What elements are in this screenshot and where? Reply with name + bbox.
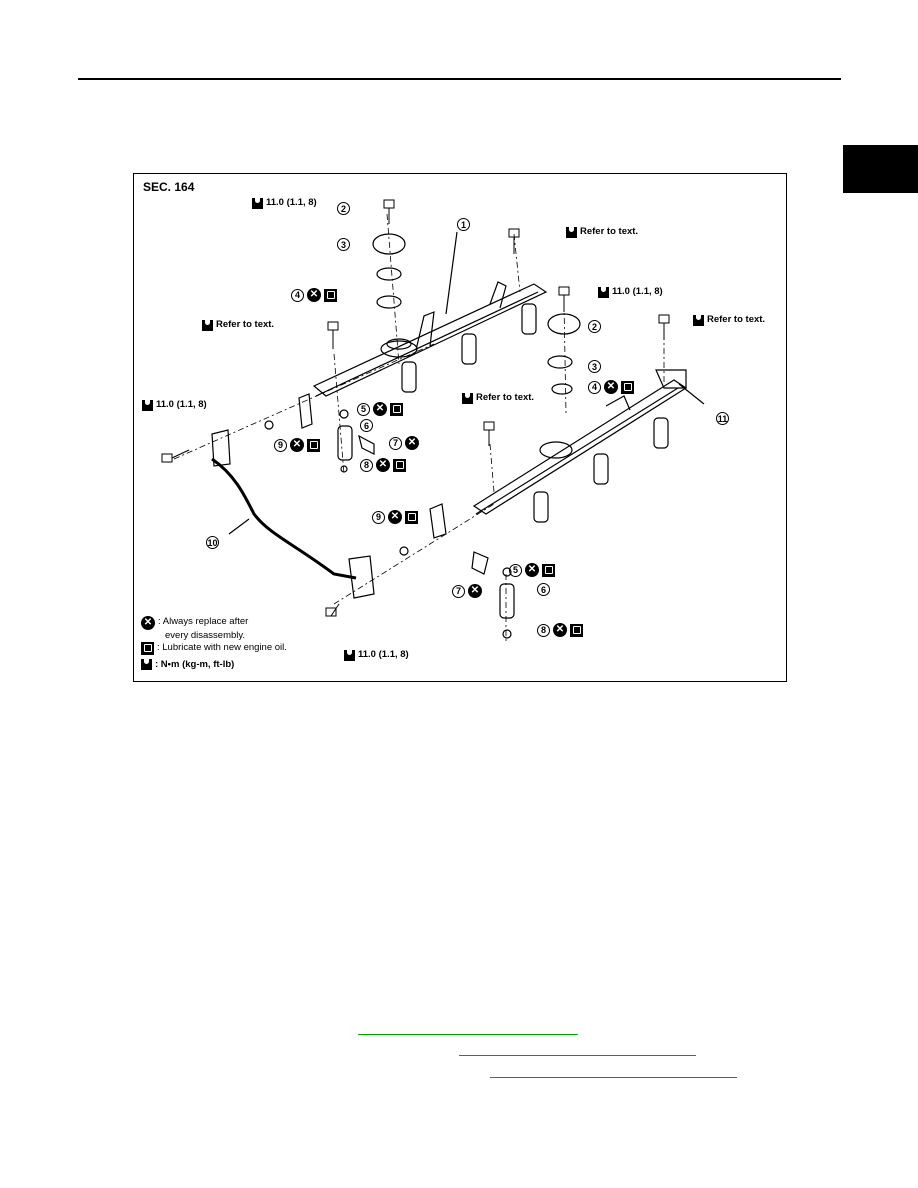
- callout-6-upper: 6: [360, 419, 373, 432]
- replace-icon: ✕: [553, 623, 567, 637]
- reference-link-2[interactable]: [459, 1055, 696, 1056]
- oil-can-icon: [324, 288, 337, 302]
- torque-label-refer-1: Refer to text.: [566, 226, 638, 238]
- oil-can-icon: [570, 623, 583, 637]
- replace-icon: ✕: [405, 436, 419, 450]
- callout-10: 10: [206, 536, 219, 549]
- callout-3-upper: 3: [337, 238, 350, 251]
- legend-unit: : N•m (kg-m, ft-lb): [141, 659, 287, 671]
- callout-5-lower: 5✕: [509, 563, 555, 577]
- callout-1: 1: [457, 218, 470, 231]
- wrench-icon: [693, 314, 704, 326]
- replace-icon: ✕: [604, 380, 618, 394]
- callout-2-upper: 2: [337, 202, 350, 215]
- wrench-icon: [141, 659, 152, 670]
- upper-injector-b: [461, 333, 477, 365]
- callout-7-upper: 7✕: [389, 436, 419, 450]
- replace-icon: ✕: [307, 288, 321, 302]
- figure-legend: ✕ : Always replace after every disassemb…: [141, 616, 287, 671]
- section-number: SEC. 164: [143, 180, 195, 194]
- upper-fuel-rail: [312, 283, 548, 397]
- oil-can-icon: [542, 563, 555, 577]
- torque-label-top: 11.0 (1.1, 8): [252, 197, 317, 209]
- wrench-icon: [142, 399, 153, 411]
- callout-7-lower: 7✕: [452, 584, 482, 598]
- torque-label-bottom: 11.0 (1.1, 8): [344, 649, 409, 661]
- torque-label-refer-2: Refer to text.: [202, 319, 274, 331]
- legend-replace-cont: every disassembly.: [165, 630, 246, 641]
- wrench-icon: [566, 226, 577, 238]
- exploded-view-figure: SEC. 164 11.0 (1.1, 8) Refer to text. 11…: [133, 173, 787, 682]
- wrench-icon: [344, 649, 355, 661]
- wrench-icon: [252, 197, 263, 209]
- torque-label-refer-4: Refer to text.: [462, 392, 534, 404]
- upper-injector-c: [521, 303, 537, 335]
- replace-icon: ✕: [525, 563, 539, 577]
- wrench-icon: [462, 392, 473, 404]
- callout-4-lower: 4✕: [588, 380, 634, 394]
- wrench-icon: [598, 286, 609, 298]
- callout-11: 11: [716, 412, 729, 425]
- callout-9-right: 9✕: [372, 510, 418, 524]
- callout-3-lower: 3: [588, 360, 601, 373]
- upper-injector-a: [401, 361, 417, 393]
- callout-2-lower: 2: [588, 320, 601, 333]
- replace-icon: ✕: [376, 458, 390, 472]
- legend-lubricate: : Lubricate with new engine oil.: [141, 642, 287, 655]
- oil-can-icon: [307, 438, 320, 452]
- oil-can-icon: [390, 402, 403, 416]
- section-tab: [843, 145, 918, 193]
- replace-icon: ✕: [290, 438, 304, 452]
- torque-label-right: 11.0 (1.1, 8): [598, 286, 663, 298]
- callout-8-upper: 8✕: [360, 458, 406, 472]
- replace-icon: ✕: [373, 402, 387, 416]
- fuel-rail-drawing: [161, 199, 705, 644]
- oil-can-icon: [393, 458, 406, 472]
- wrench-icon: [202, 319, 213, 331]
- reference-link-1[interactable]: [358, 1034, 578, 1035]
- replace-icon: ✕: [468, 584, 482, 598]
- callout-9-left: 9✕: [274, 438, 320, 452]
- callout-4-upper: 4✕: [291, 288, 337, 302]
- legend-replace: ✕ : Always replace after: [141, 616, 287, 630]
- torque-label-refer-3: Refer to text.: [693, 314, 765, 326]
- oil-can-icon: [405, 510, 418, 524]
- callout-8-lower: 8✕: [537, 623, 583, 637]
- callout-5-upper: 5✕: [357, 402, 403, 416]
- oil-can-icon: [141, 642, 154, 655]
- header-rule: [78, 78, 841, 80]
- callout-6-lower: 6: [537, 583, 550, 596]
- oil-can-icon: [621, 380, 634, 394]
- torque-label-left: 11.0 (1.1, 8): [142, 399, 207, 411]
- reference-link-3[interactable]: [490, 1077, 737, 1078]
- replace-icon: ✕: [388, 510, 402, 524]
- replace-icon: ✕: [141, 616, 155, 630]
